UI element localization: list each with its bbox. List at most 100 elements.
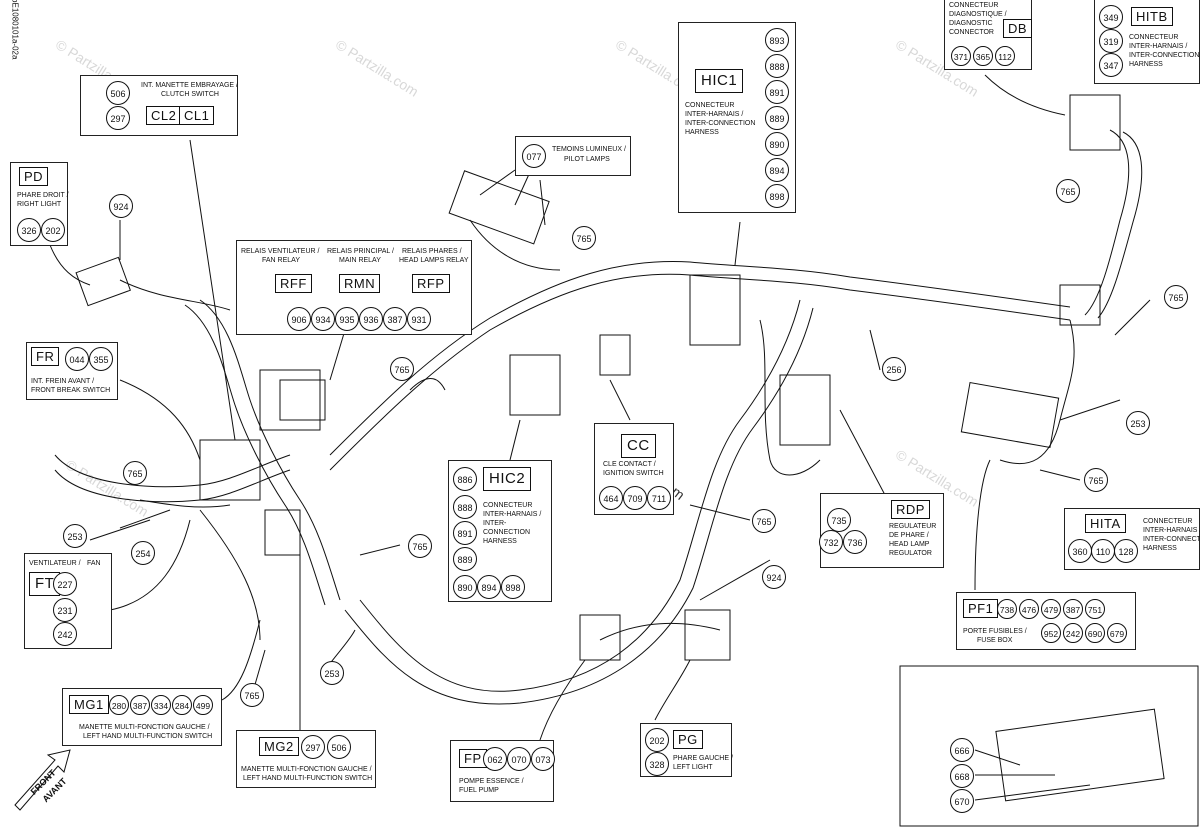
wire-number: 231	[53, 598, 77, 622]
wire-number: 062	[483, 747, 507, 771]
wire-number: 387	[1063, 599, 1083, 619]
pilot-lamps-box: 077 TEMOINS LUMINEUX / PILOT LAMPS	[515, 136, 631, 176]
wire-number: 044	[65, 347, 89, 371]
interconnection-harness-box-b: 349 319 347 HITB CONNECTEUR INTER-HARNAI…	[1094, 0, 1200, 84]
callout-number: 253	[1126, 411, 1150, 435]
label-line: INTER-HARNAIS /	[685, 111, 744, 118]
wire-number: 889	[765, 106, 789, 130]
label-en: CLUTCH SWITCH	[161, 91, 219, 98]
wire-number: 319	[1099, 29, 1123, 53]
fan-relay-label-en: FAN RELAY	[262, 257, 300, 264]
label-line: HEAD LAMP	[889, 541, 930, 548]
wire-number: 499	[193, 695, 213, 715]
label-line: CONNECTEUR	[1129, 34, 1179, 41]
clutch-switch-box: 506 297 INT. MANETTE EMBRAYAGE / CLUTCH …	[80, 75, 238, 136]
interconnection-harness-box-2: 886 888 891 889 890 894 898 HIC2 CONNECT…	[448, 460, 552, 602]
label-line: INTER-HARNAIS /	[1143, 527, 1200, 534]
wire-number: 934	[311, 307, 335, 331]
label-fr: TEMOINS LUMINEUX /	[552, 146, 626, 153]
wire-number: 888	[453, 495, 477, 519]
callout-number: 765	[572, 226, 596, 250]
label-line: CONNECTEUR	[483, 502, 533, 509]
connector-code: HIC1	[695, 69, 744, 93]
wire-number: 751	[1085, 599, 1105, 619]
wire-number: 347	[1099, 53, 1123, 77]
callout-number: 765	[240, 683, 264, 707]
wire-number: 898	[501, 575, 525, 599]
callout-number: 666	[950, 738, 974, 762]
wire-number: 355	[89, 347, 113, 371]
wire-number: 506	[327, 735, 351, 759]
label-en: FAN	[87, 560, 101, 567]
label-line: HARNESS	[685, 129, 719, 136]
right-light-box: PD PHARE DROIT / RIGHT LIGHT 326 202	[10, 162, 69, 246]
label-line: INTER-	[483, 520, 507, 527]
interconnection-harness-box-1: HIC1 CONNECTEUR INTER-HARNAIS / INTER-CO…	[678, 22, 796, 213]
label-line: REGULATOR	[889, 550, 932, 557]
callout-number: 765	[752, 509, 776, 533]
connector-code: DB	[1003, 19, 1033, 38]
fan-box: VENTILATEUR / FAN FT 227 231 242	[24, 553, 112, 649]
label-fr: INT. MANETTE EMBRAYAGE /	[141, 82, 238, 89]
wire-number: 735	[827, 508, 851, 532]
wire-number: 894	[765, 158, 789, 182]
label-line: INTER-HARNAIS /	[1129, 43, 1188, 50]
connector-code: HIC2	[483, 467, 532, 491]
label-fr: INT. FREIN AVANT /	[31, 378, 95, 385]
label-line: DIAGNOSTIQUE /	[949, 11, 1007, 18]
wire-number: 128	[1114, 539, 1138, 563]
wire-number: 227	[53, 572, 77, 596]
callout-number: 668	[950, 764, 974, 788]
wire-number: 360	[1068, 539, 1092, 563]
callout-number: 254	[131, 541, 155, 565]
wire-number: 334	[151, 695, 171, 715]
callout-number: 256	[882, 357, 906, 381]
wire-number: 349	[1099, 5, 1123, 29]
ignition-switch-box: CC CLE CONTACT / IGNITION SWITCH 464 709…	[594, 423, 674, 515]
connector-code: PD	[19, 167, 49, 186]
headlamp-regulator-box: 735 732 736 RDP REGULATEUR DE PHARE / HE…	[819, 493, 944, 568]
connector-code: MG1	[69, 695, 109, 714]
connector-code: RFP	[412, 274, 450, 293]
wire-number: 886	[453, 467, 477, 491]
label-en: RIGHT LIGHT	[17, 201, 62, 208]
label-fr: MANETTE MULTI-FONCTION GAUCHE /	[79, 724, 210, 731]
wire-number: 077	[522, 144, 546, 168]
wire-number: 891	[453, 521, 477, 545]
callout-number: 253	[320, 661, 344, 685]
wire-number: 476	[1019, 599, 1039, 619]
label-fr: PORTE FUSIBLES /	[963, 628, 1027, 635]
wire-number: 935	[335, 307, 359, 331]
connector-code: MG2	[259, 737, 299, 756]
main-relay-label-fr: RELAIS PRINCIPAL /	[327, 248, 394, 255]
label-en: PILOT LAMPS	[564, 156, 610, 163]
label-line: HARNESS	[1129, 61, 1163, 68]
wire-number: 893	[765, 28, 789, 52]
connector-code: CL1	[179, 106, 215, 125]
label-line: CONNECTION	[483, 529, 531, 536]
wire-number: 906	[287, 307, 311, 331]
label-line: INTER-CONNECTION	[1129, 52, 1200, 59]
wire-number: 890	[453, 575, 477, 599]
wire-number: 894	[477, 575, 501, 599]
wire-number: 284	[172, 695, 192, 715]
wire-number: 328	[645, 752, 669, 776]
wire-number: 891	[765, 80, 789, 104]
wire-number: 202	[645, 728, 669, 752]
relays-box: RELAIS VENTILATEUR / FAN RELAY RELAIS PR…	[236, 240, 472, 335]
wire-number: 738	[997, 599, 1017, 619]
wire-number: 479	[1041, 599, 1061, 619]
label-en: LEFT HAND MULTI-FUNCTION SWITCH	[83, 733, 213, 740]
wire-number: 070	[507, 747, 531, 771]
headlamp-relay-label-en: HEAD LAMPS RELAY	[399, 257, 469, 264]
left-multifunction-switch-box-2: MG2 297 506 MANETTE MULTI-FONCTION GAUCH…	[236, 730, 376, 788]
wire-number: 952	[1041, 623, 1061, 643]
wire-number: 280	[109, 695, 129, 715]
callout-number: 765	[1084, 468, 1108, 492]
wire-number: 073	[531, 747, 555, 771]
wire-number: 297	[106, 106, 130, 130]
wire-number: 242	[1063, 623, 1083, 643]
callout-number: 765	[408, 534, 432, 558]
callout-number: 924	[762, 565, 786, 589]
wire-number: 506	[106, 81, 130, 105]
